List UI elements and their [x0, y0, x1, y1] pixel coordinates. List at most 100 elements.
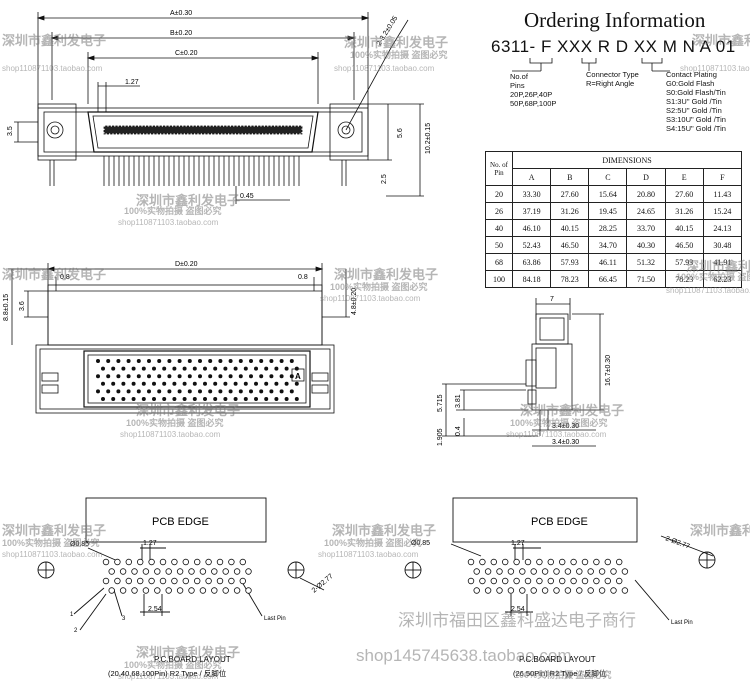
contact-pin: [162, 381, 167, 386]
contact-pin: [243, 381, 248, 386]
contact-pin: [167, 374, 172, 379]
pcb-hole: [142, 587, 150, 594]
pcb-hole: [216, 558, 224, 566]
pcb-hole: [615, 558, 623, 566]
contact-pin: [187, 389, 192, 394]
contact-pin: [157, 359, 162, 364]
contact-pin: [131, 366, 136, 371]
pcb-hole: [490, 558, 497, 566]
watermark-real: 100%实物拍摄 盗图必究: [330, 282, 428, 292]
watermark-shop: 深圳市鑫利发电子: [2, 523, 107, 538]
contact-pin: [274, 366, 279, 371]
contact-pin: [233, 396, 238, 401]
pcb-hole: [496, 587, 503, 594]
contact-pin: [294, 381, 299, 386]
pcb-hole: [245, 587, 252, 594]
contact-pin: [289, 359, 294, 364]
watermark-shop: 深圳市鑫利发电子: [2, 33, 107, 48]
watermark-url: shop110871103.taobao.com: [666, 286, 750, 295]
contact-pin: [131, 381, 136, 386]
dim-0-85: Ø0.85: [411, 540, 430, 547]
pcb-hole: [188, 587, 195, 594]
ordering-leaders: [512, 58, 670, 72]
contact-pin: [228, 374, 233, 379]
contact-pin: [269, 389, 274, 394]
last-pin-label: Last Pin: [671, 620, 693, 626]
pcb-hole: [131, 587, 138, 594]
watermark-url: shop110871103.taobao.com: [318, 550, 419, 559]
dim-1-27: 1.27: [143, 540, 157, 547]
watermark-url: shop110871103.taobao.com: [680, 64, 750, 73]
contact-pin: [264, 366, 269, 371]
contact-pin: [223, 396, 228, 401]
contact-pin: [279, 389, 284, 394]
pcb-hole: [536, 558, 543, 566]
contact-pin: [96, 374, 101, 379]
contact-pin: [172, 381, 177, 386]
contact-pin: [101, 381, 106, 386]
pcb-hole: [513, 577, 520, 585]
pcb-hole: [564, 568, 572, 575]
contact-pin: [223, 366, 228, 371]
watermark-real: 100%实物拍摄 盗图必究: [676, 272, 750, 282]
pcb-hole: [119, 587, 127, 594]
contact-pin: [151, 366, 156, 371]
pcb-hole: [479, 577, 486, 585]
contact-pin: [238, 374, 243, 379]
pcb-hole: [114, 558, 121, 566]
pcb-hole: [154, 587, 161, 594]
pcb-hole: [233, 568, 241, 575]
pcb-hole: [199, 568, 207, 575]
pcb-hole: [171, 558, 178, 566]
pcb-hole: [604, 558, 611, 566]
pcb-hole: [496, 568, 503, 575]
col-header: F: [702, 168, 743, 186]
pcb-hole: [581, 558, 589, 566]
watermark-real: 100%实物拍摄 盗图必究: [124, 660, 222, 670]
contact-pin: [157, 374, 162, 379]
pcb-hole: [484, 568, 492, 575]
contact-pin: [146, 359, 151, 364]
pcb-hole: [570, 558, 577, 566]
contact-pin: [197, 359, 202, 364]
contact-pin: [141, 366, 146, 371]
contact-pin: [126, 374, 131, 379]
pcb-caption-title: P.C.BOARD LAYOUT: [519, 655, 596, 664]
watermark-shop: 深圳市鑫利发电子: [136, 645, 241, 660]
contact-pin: [146, 389, 151, 394]
contact-pin: [269, 359, 274, 364]
dim-0-45: 0.45: [240, 193, 254, 200]
pcb-hole: [102, 577, 110, 585]
pcb-hole: [547, 558, 554, 566]
contact-pin: [208, 359, 213, 364]
pcb-hole: [467, 558, 475, 566]
pcb-hole: [125, 558, 132, 566]
contact-pin: [259, 374, 264, 379]
contact-pin: [238, 389, 243, 394]
ordering-code: 6311- F XXX R D XX M N A 01: [491, 37, 736, 56]
contact-pin: [253, 366, 258, 371]
pcb-hole: [541, 568, 549, 575]
contact-pin: [264, 381, 269, 386]
contact-pin: [172, 366, 177, 371]
watermark-shop: 深圳市鑫利发电子: [136, 403, 241, 418]
watermark-real: 100%实物拍摄 盗图必究: [514, 670, 612, 680]
dim-2-77: 2-Ø2.77: [664, 535, 690, 550]
col-header: B: [550, 168, 590, 186]
contact-pin: [248, 389, 253, 394]
contact-pin: [218, 359, 223, 364]
pcb-hole: [598, 587, 606, 594]
dim-5-715: 5.715: [437, 394, 444, 412]
contact-pin: [106, 359, 111, 364]
watermark-url: shop110871103.taobao.com: [118, 218, 219, 227]
pcb-hole: [507, 587, 515, 594]
pcb-hole: [114, 577, 121, 585]
contact-pin: [136, 359, 141, 364]
pcb-hole: [558, 577, 566, 585]
dim-2-77: 2-Ø2.77: [311, 573, 335, 595]
pcb-hole: [610, 587, 617, 594]
watermark-url: shop110871103.taobao.com: [2, 550, 103, 559]
